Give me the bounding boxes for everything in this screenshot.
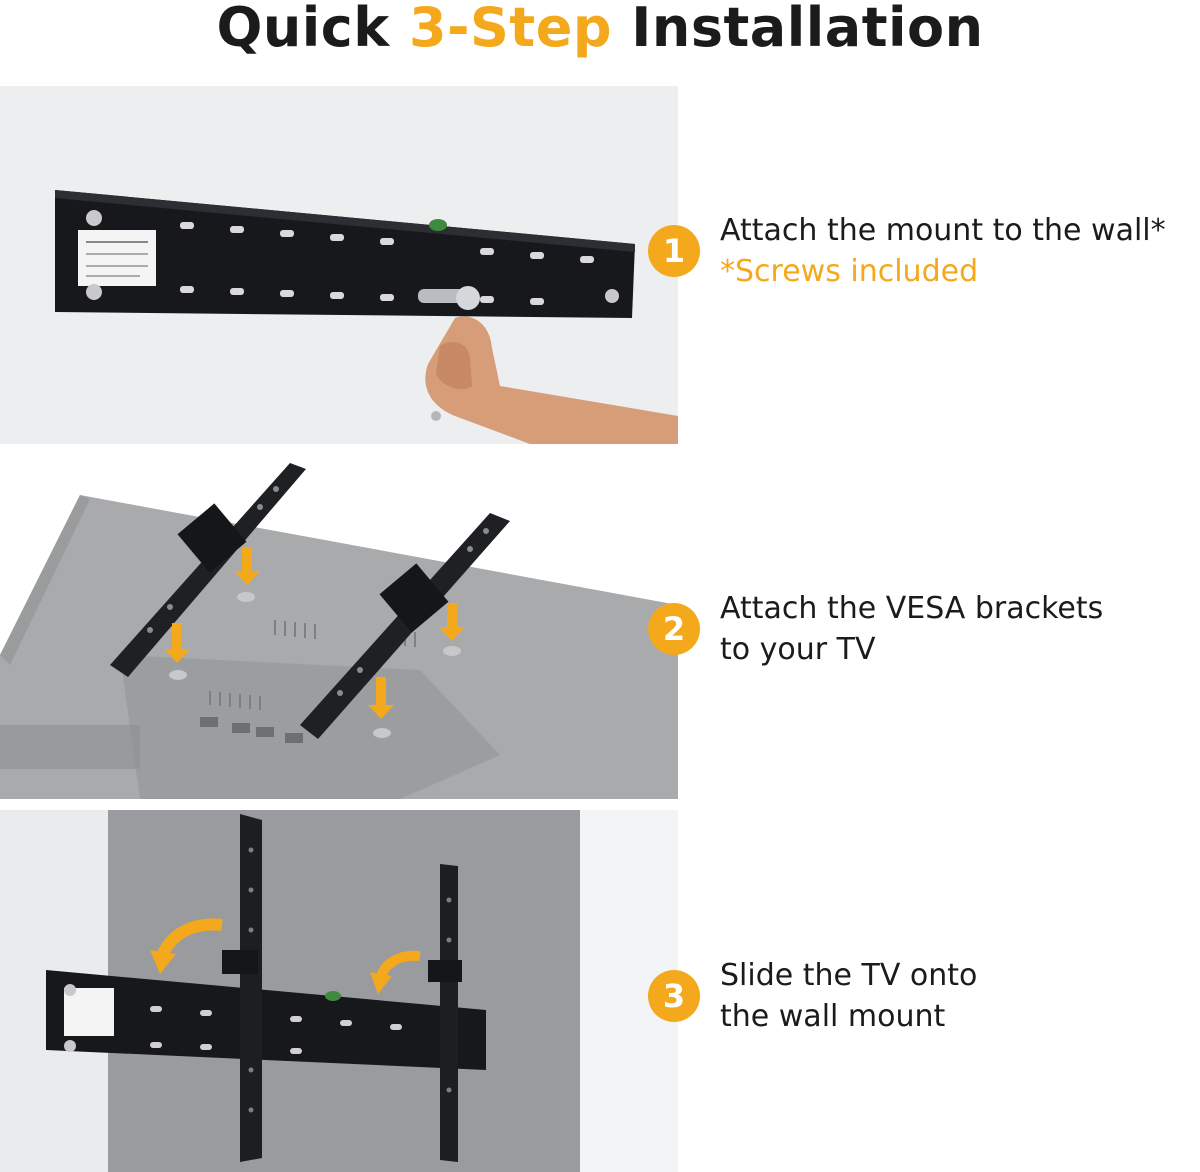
page-title: Quick 3-Step Installation <box>0 0 1200 60</box>
step-3-photo <box>0 810 678 1172</box>
step-text: Attach the VESA brackets to your TV <box>720 588 1103 670</box>
step-number-badge: 2 <box>648 603 700 655</box>
title-part2: Installation <box>612 0 984 59</box>
title-accent: 3-Step <box>409 0 612 59</box>
title-part1: Quick <box>216 0 410 59</box>
step-title-continued: the wall mount <box>720 999 946 1034</box>
step-title-continued: to your TV <box>720 632 876 667</box>
step-number-badge: 1 <box>648 225 700 277</box>
step-note: *Screws included <box>720 254 979 289</box>
step-1: 1 Attach the mount to the wall* *Screws … <box>648 210 1200 292</box>
step-text: Slide the TV onto the wall mount <box>720 955 977 1037</box>
step-text: Attach the mount to the wall* *Screws in… <box>720 210 1166 292</box>
step-1-photo <box>0 86 678 444</box>
step-title: Attach the VESA brackets <box>720 591 1104 626</box>
step-3: 3 Slide the TV onto the wall mount <box>648 955 1200 1037</box>
step-2-photo <box>0 455 678 799</box>
step-title: Slide the TV onto <box>720 958 978 993</box>
step-number-badge: 3 <box>648 970 700 1022</box>
step-2: 2 Attach the VESA brackets to your TV <box>648 588 1200 670</box>
step-title: Attach the mount to the wall* <box>720 213 1166 248</box>
